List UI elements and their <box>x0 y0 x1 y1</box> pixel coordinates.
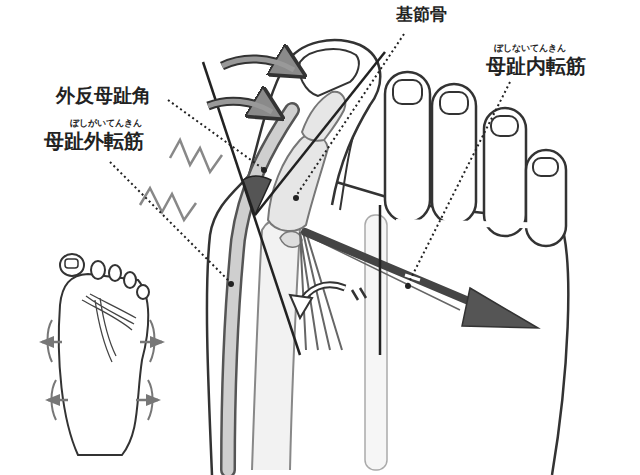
leader-line <box>408 82 510 284</box>
second-toe-axis <box>379 205 382 355</box>
furigana: ぼしがいてんきん <box>70 119 142 128</box>
leader-dot <box>228 281 234 287</box>
inset-toe <box>109 265 121 281</box>
toe-axis <box>255 52 385 215</box>
distal-phalanx <box>302 92 345 141</box>
inset-toenail <box>65 259 78 268</box>
toenail <box>533 158 558 176</box>
inset-arrow <box>42 341 62 344</box>
pull-arrow <box>305 232 490 310</box>
inset-sole <box>59 274 148 455</box>
angle-label: 外反母趾角 <box>56 86 151 106</box>
bone-label: 基節骨 <box>396 6 447 24</box>
angle-wedge <box>243 176 271 215</box>
inset-toe <box>124 272 136 288</box>
leader-dot <box>405 283 411 289</box>
toenail <box>491 116 518 136</box>
leader-line <box>110 162 230 282</box>
toe <box>484 108 526 236</box>
toe <box>385 72 430 222</box>
metatarsal-axis <box>203 62 300 355</box>
pressure-arrow <box>208 101 272 112</box>
inset-toe <box>91 261 105 279</box>
leader-dot <box>293 195 299 201</box>
toe <box>432 84 476 224</box>
inset-arrow <box>140 341 162 344</box>
leader-line <box>296 34 404 196</box>
pull-arrow <box>462 288 538 328</box>
inset-muscle <box>82 294 136 362</box>
leader-dot <box>261 167 267 173</box>
motion-dashes <box>352 288 366 300</box>
leader-line <box>168 100 262 168</box>
pain-zigzag <box>170 140 222 172</box>
furigana: ぼしないてんきん <box>494 44 566 53</box>
pressure-arrow <box>208 101 272 112</box>
toenail <box>440 92 468 114</box>
inset-toe <box>60 254 84 276</box>
toenail <box>393 80 422 104</box>
inset-toe <box>137 285 149 299</box>
metatarsal-bone <box>252 218 300 470</box>
inset-arrow <box>136 399 158 402</box>
muscle-label: 母趾内転筋 <box>486 56 586 77</box>
rotation-arrow <box>290 295 312 318</box>
inset-curve <box>48 320 155 420</box>
toe <box>526 150 566 246</box>
sesamoid-bone <box>280 231 302 247</box>
pain-zigzag <box>140 188 196 220</box>
toenail <box>299 49 359 96</box>
foot-outline <box>396 222 560 226</box>
muscle-label: 母趾外転筋 <box>44 131 144 152</box>
pressure-arrow <box>222 59 294 70</box>
pressure-arrow <box>222 59 294 70</box>
second-metatarsal <box>365 215 387 470</box>
